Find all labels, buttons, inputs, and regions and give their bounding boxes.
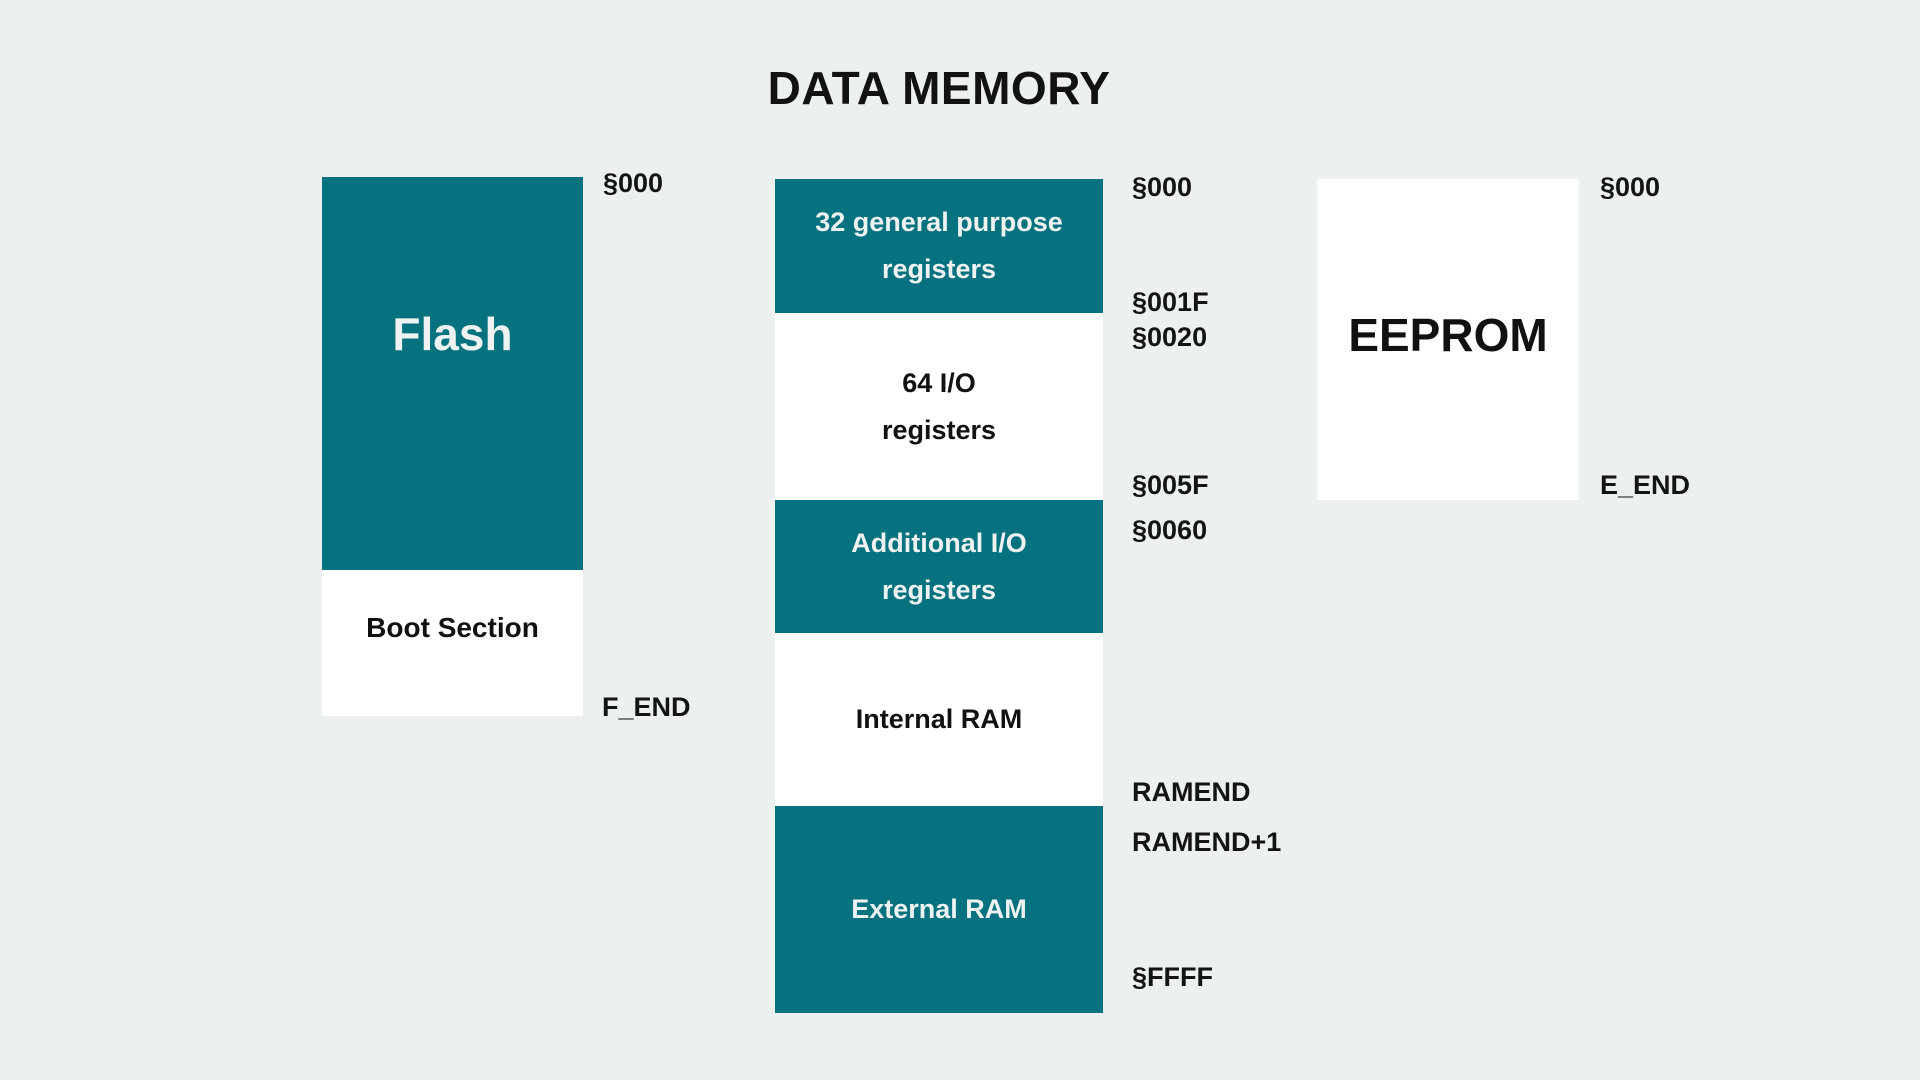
additional-io-label: Additional I/O registers	[851, 527, 1027, 605]
eeprom-end-address: E_END	[1600, 470, 1691, 500]
io-registers-block: 64 I/O registers	[775, 313, 1103, 500]
additional-io-block: Additional I/O registers	[775, 500, 1103, 633]
dm-0060-address: §0060	[1132, 515, 1208, 545]
flash-block-label: Flash	[392, 307, 513, 360]
external-ram-label: External RAM	[851, 894, 1027, 924]
gp-registers-label: 32 general purpose registers	[815, 207, 1063, 284]
gp-registers-block: 32 general purpose registers	[775, 179, 1103, 313]
boot-section-label: Boot Section	[366, 612, 539, 643]
dm-0020-address: §0020	[1132, 322, 1208, 352]
eeprom-block: EEPROM	[1317, 179, 1579, 500]
flash-block: Flash	[322, 177, 583, 570]
ramend-plus1-address: RAMEND+1	[1132, 827, 1282, 857]
boot-section-block: Boot Section	[322, 570, 583, 716]
eeprom-block-label: EEPROM	[1348, 308, 1548, 361]
page-title: DATA MEMORY	[767, 62, 1111, 114]
flash-end-address: F_END	[602, 692, 691, 722]
internal-ram-block: Internal RAM	[775, 633, 1103, 806]
flash-start-address: §000	[603, 168, 664, 198]
external-ram-block: External RAM	[775, 806, 1103, 1013]
dm-start-address: §000	[1132, 172, 1193, 202]
dm-001f-address: §001F	[1132, 287, 1209, 317]
dm-ffff-address: §FFFF	[1132, 962, 1213, 992]
ramend-address: RAMEND	[1132, 777, 1251, 807]
eeprom-start-address: §000	[1600, 172, 1661, 202]
dm-005f-address: §005F	[1132, 470, 1209, 500]
io-registers-label: 64 I/O registers	[881, 367, 997, 445]
internal-ram-label: Internal RAM	[855, 704, 1023, 734]
